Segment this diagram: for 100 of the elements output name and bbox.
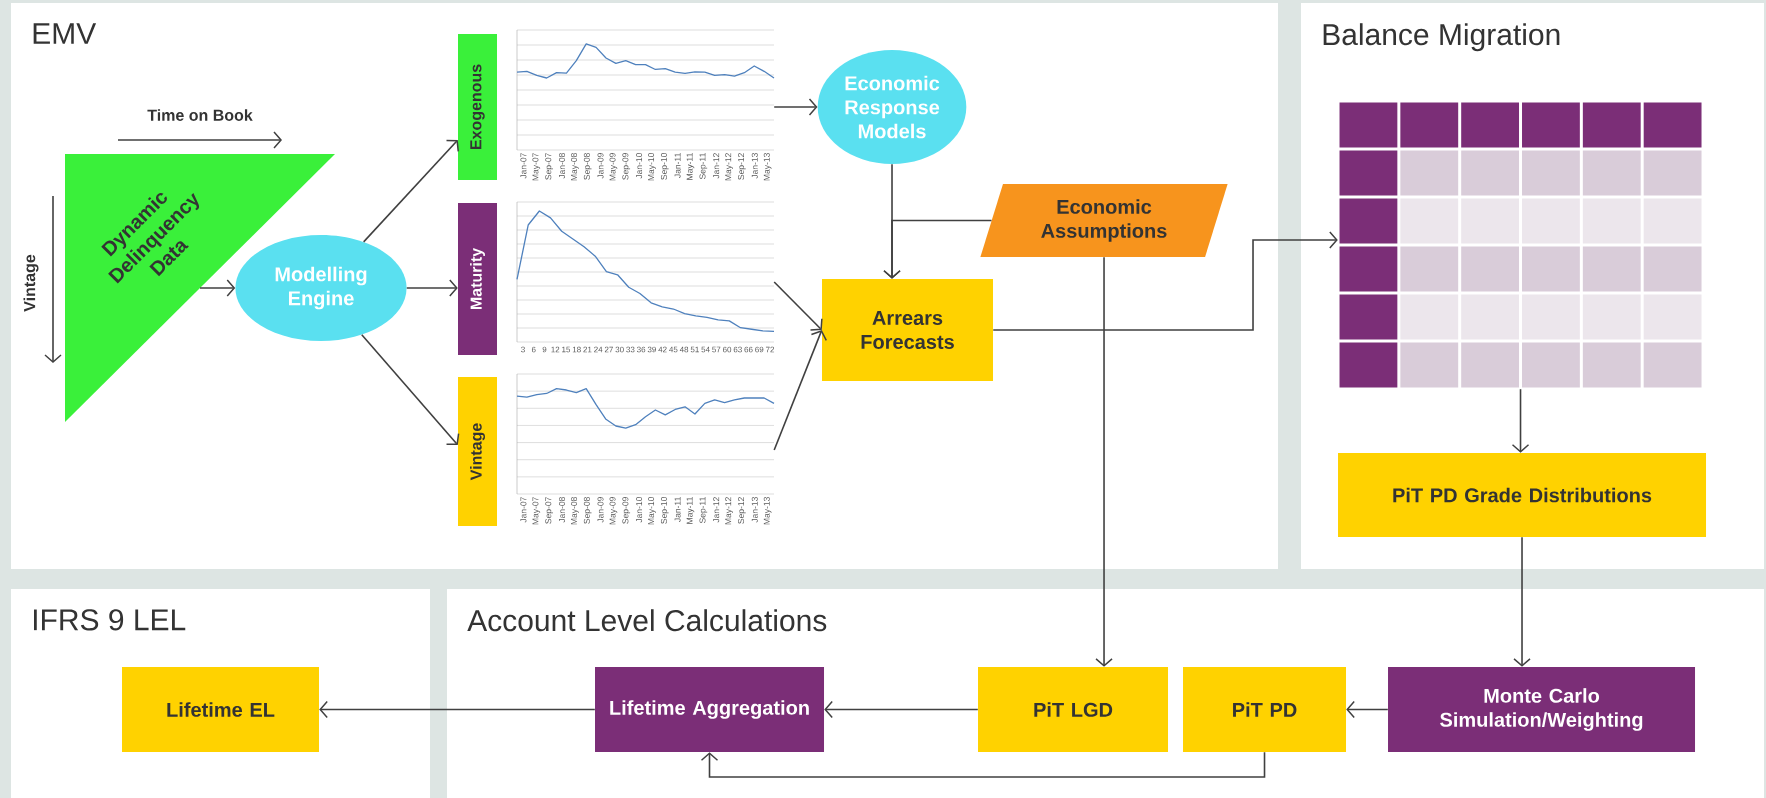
arrow [1511,388,1530,453]
arrow [700,751,1266,778]
tick-label: Jan-13 [751,497,758,523]
arrow [773,281,823,331]
tick-label: 72 [765,346,775,353]
process-box: PiT PD [1183,667,1346,752]
arrow [1095,256,1113,667]
process-box: PiT LGD [978,667,1168,752]
tick-label: 33 [626,346,635,353]
tick-label: Jan-08 [559,153,565,179]
panel-title: Account Level Calculations [467,609,827,632]
tick-label: 60 [723,346,732,353]
tick-label: 66 [744,346,753,353]
arrow [824,700,979,719]
tick-label: 18 [572,346,581,353]
line-chart-drawing [516,201,775,343]
arrow [405,279,458,297]
tick-label: Sep-07 [545,153,553,180]
tick-label: 15 [562,346,571,353]
tick-label: 27 [604,346,613,353]
tick-label: Sep-10 [660,153,669,180]
axis-label: Vintage [23,254,39,312]
tick-label: 12 [551,346,560,353]
tick-label: Jan-10 [636,153,643,179]
category-band: Maturity [458,203,497,355]
arrow [992,231,1338,331]
arrow [773,330,828,451]
tick-label: May-08 [571,153,579,181]
tick-label: Jan-11 [674,497,681,522]
tick-label: May-08 [571,497,579,525]
tick-label: 63 [733,346,742,353]
tick-label: May-12 [725,497,733,525]
panel-title: IFRS 9 LEL [34,609,186,631]
tick-label: May-09 [609,497,618,525]
tick-label: Jan-10 [636,497,643,523]
arrow [773,98,818,116]
tick-label: 51 [690,346,699,353]
matrix-grid-drawing [1339,102,1702,388]
tick-label: May-12 [725,153,733,181]
tick-label: 30 [615,346,624,353]
tick-label: Jan-12 [713,153,720,179]
axis-label: Time on Book [147,109,253,121]
tick-label: May-13 [763,153,772,181]
tick-label: 45 [669,346,678,353]
tick-label: May-11 [686,153,695,180]
tick-label: 42 [658,346,667,353]
tick-label: Sep-08 [583,153,592,180]
tick-label: Sep-08 [583,497,592,524]
arrow [362,139,459,243]
tick-label: 6 [531,346,536,353]
tick-label: Sep-09 [622,497,631,524]
tick-label: Sep-11 [699,497,708,524]
tick-label: Jan-12 [713,497,720,523]
arrow [199,279,236,297]
process-box: Arrears Forecasts [822,279,993,381]
arrow [319,700,596,719]
process-box: Monte Carlo Simulation/Weighting [1388,667,1695,752]
tick-label: Sep-12 [738,153,746,180]
arrow [360,334,460,445]
tick-label: Sep-09 [622,153,631,180]
tick-label: 48 [679,346,689,353]
tick-label: Jan-13 [751,153,758,179]
tick-label: Jan-09 [597,153,604,179]
process-box: PiT PD Grade Distributions [1338,453,1706,537]
tick-label: 39 [647,346,656,353]
tick-label: Jan-09 [597,497,604,523]
tick-label: 3 [521,346,525,353]
category-band: Exogenous [458,34,497,180]
tick-label: 21 [583,346,592,353]
tick-label: May-13 [763,497,772,525]
tick-label: 54 [701,346,710,353]
arrow [883,219,993,279]
tick-label: 9 [542,346,547,353]
process-box: Lifetime Aggregation [595,667,824,752]
line-chart-drawing [516,29,775,151]
arrow [1346,700,1389,719]
tick-label: 36 [637,346,646,353]
tick-label: Jan-07 [520,497,527,523]
tick-label: Jan-11 [674,153,681,178]
line-chart-drawing [516,373,775,495]
tick-label: May-11 [686,497,695,524]
category-band: Vintage [458,377,497,526]
tick-label: Sep-10 [660,497,669,524]
tick-label: Sep-07 [545,497,553,524]
tick-label: 24 [594,346,603,353]
panel-title: Balance Migration [1323,23,1560,52]
tick-label: Jan-08 [559,497,565,523]
tick-label: 69 [755,346,764,353]
tick-label: May-10 [648,497,656,525]
tick-label: Jan-07 [520,153,527,179]
tick-label: May-09 [609,153,618,181]
process-box: Lifetime EL [122,667,319,752]
tick-label: Sep-11 [699,153,708,180]
tick-label: May-07 [532,153,541,181]
tick-label: 57 [712,346,721,353]
arrow [1513,536,1531,667]
tick-label: Sep-12 [738,497,746,524]
panel-title: EMV [33,23,97,44]
tick-label: May-10 [648,153,656,181]
tick-label: May-07 [532,497,541,525]
